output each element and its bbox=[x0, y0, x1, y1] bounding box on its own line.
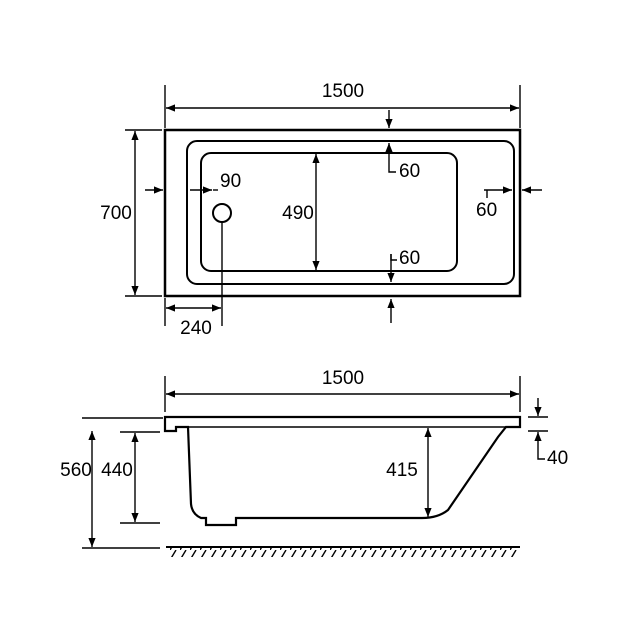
bath-rim-inner-outline bbox=[186, 140, 515, 285]
waste-outlet-icon bbox=[212, 203, 232, 223]
basin-outline bbox=[200, 152, 458, 272]
rim-end-label: 60 bbox=[476, 200, 497, 221]
waste-position-label: 240 bbox=[180, 318, 212, 339]
floor-hatch bbox=[168, 546, 518, 557]
bath-side-profile bbox=[163, 415, 522, 527]
plan-view: 1500 700 90 490 60 60 60 240 bbox=[100, 81, 542, 339]
rim-height-label: 440 bbox=[101, 460, 133, 481]
side-length-label: 1500 bbox=[322, 368, 364, 389]
length-label: 1500 bbox=[322, 81, 364, 102]
waste-offset-label: 90 bbox=[220, 171, 241, 192]
width-label: 700 bbox=[100, 203, 132, 224]
side-view: 1500 560 440 415 40 bbox=[60, 368, 568, 557]
basin-width-label: 490 bbox=[282, 203, 314, 224]
overall-height-label: 560 bbox=[60, 460, 92, 481]
rim-thickness-label: 40 bbox=[547, 448, 568, 469]
rim-bottom-label: 60 bbox=[399, 248, 420, 269]
internal-depth-label: 415 bbox=[386, 460, 418, 481]
bath-outer-outline bbox=[163, 128, 522, 298]
rim-top-label: 60 bbox=[399, 161, 420, 182]
